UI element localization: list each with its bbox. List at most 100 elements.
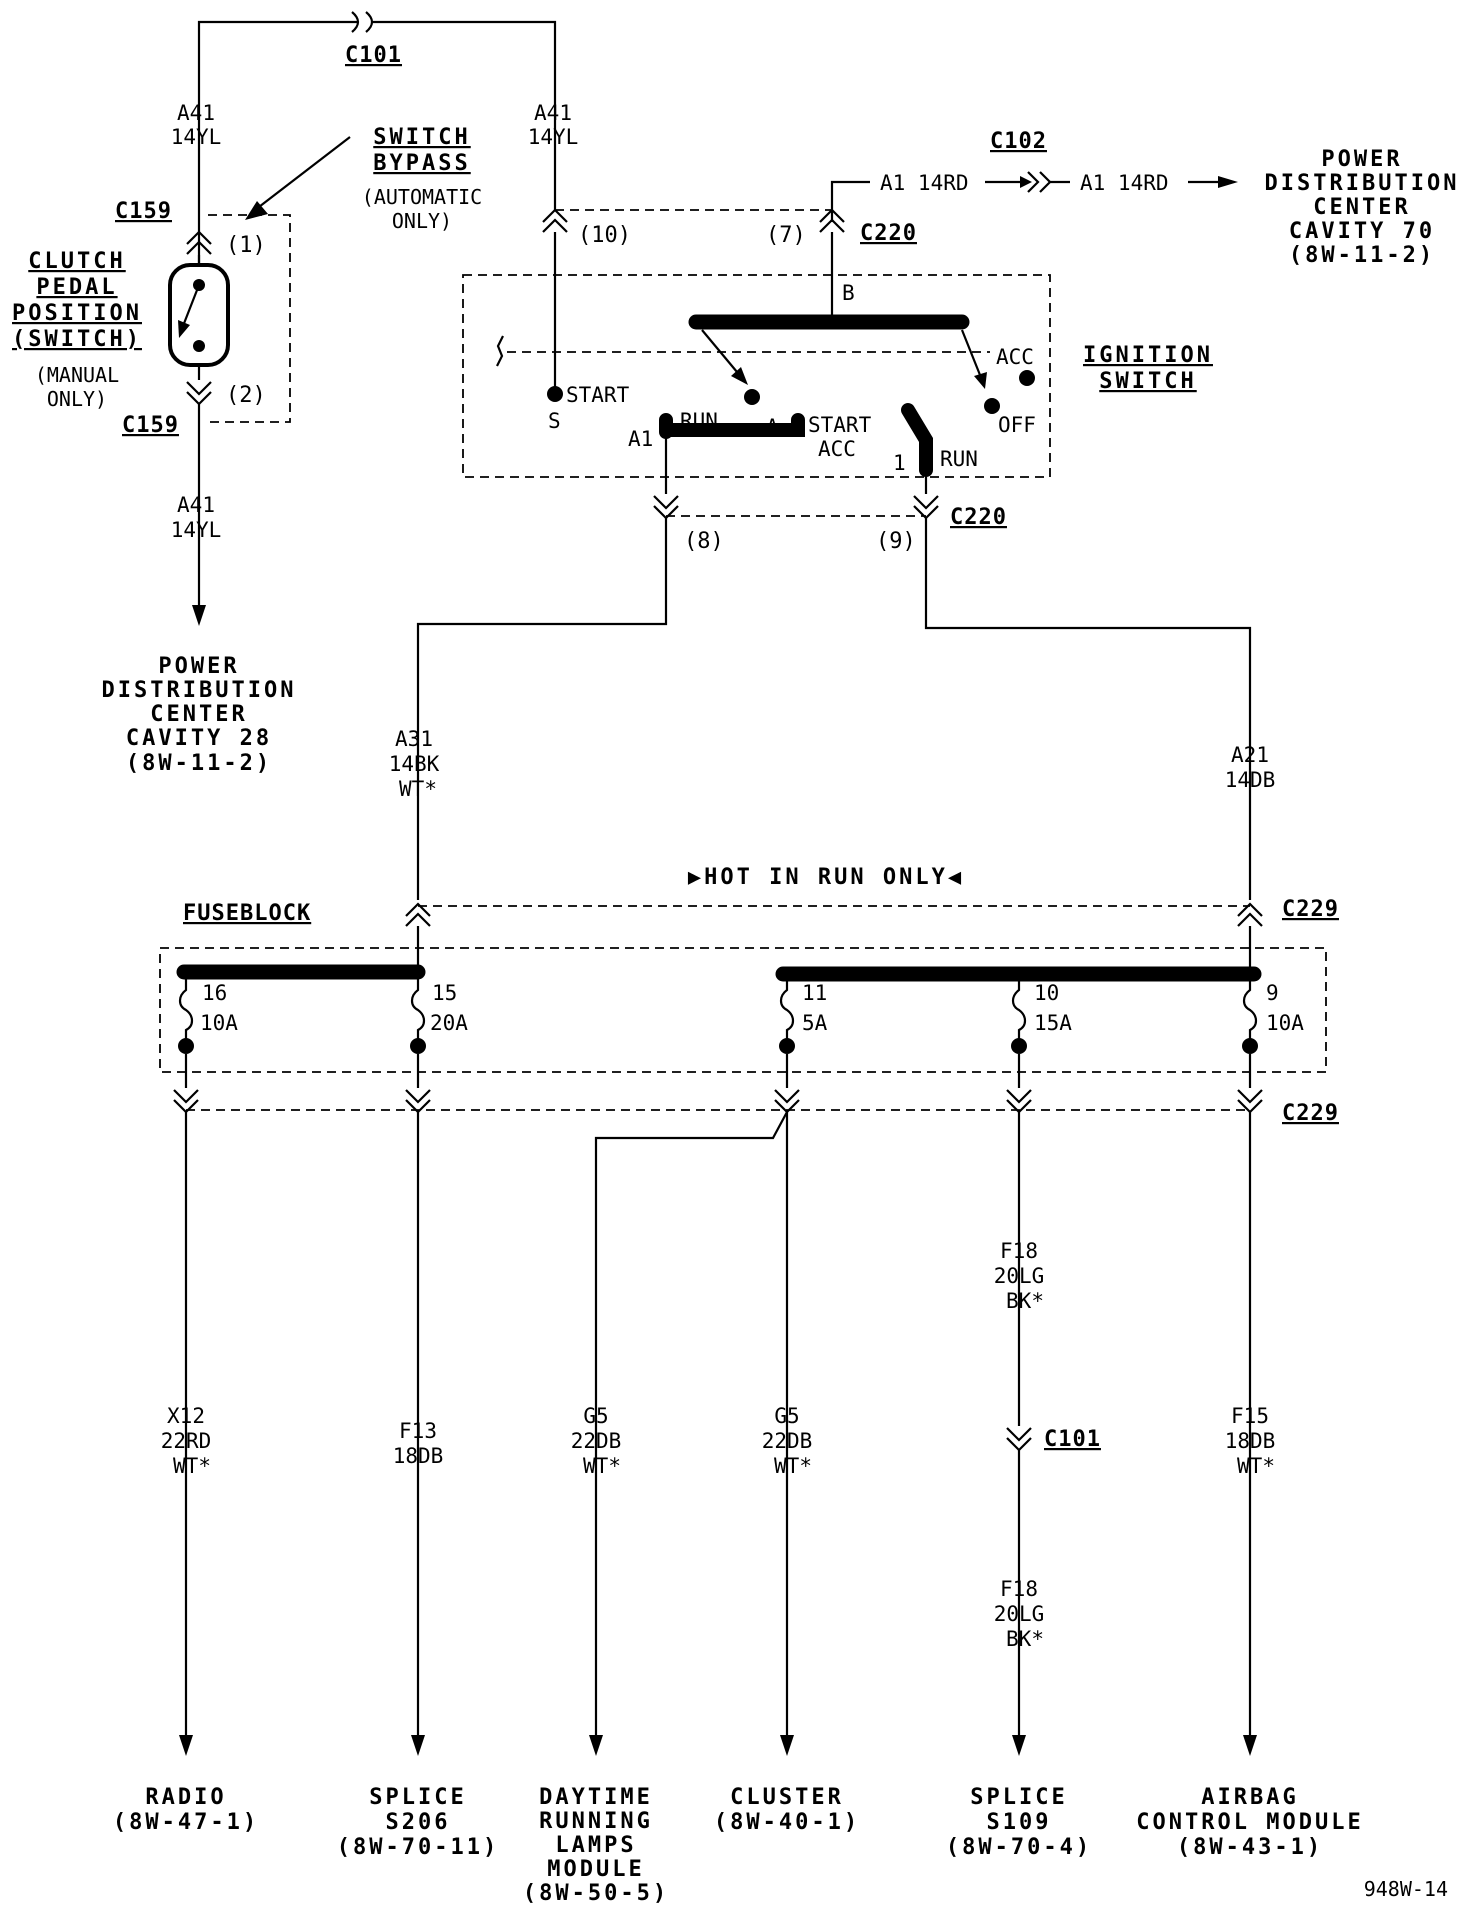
- clutch-switch-contact: [178, 279, 205, 352]
- fuse-9: 9 10A: [1242, 981, 1304, 1054]
- wire-label-f15: F15 18DB WT*: [1225, 1404, 1276, 1478]
- wire-label-a21: A21 14DB: [1225, 743, 1276, 792]
- run-contact-bar: [659, 413, 805, 439]
- wire-label-a1-left: A1 14RD: [880, 171, 969, 195]
- term-start-acc-1: START: [808, 413, 872, 437]
- svg-text:G5: G5: [774, 1404, 799, 1428]
- svg-text:10: 10: [1034, 981, 1059, 1005]
- svg-text:14BK: 14BK: [389, 752, 440, 776]
- term-a1: A1: [628, 427, 653, 451]
- dest-radio: RADIO (8W-47-1): [113, 1785, 259, 1835]
- svg-text:F18: F18: [1000, 1577, 1038, 1601]
- svg-text:WT*: WT*: [399, 777, 437, 801]
- svg-text:(8W-11-2): (8W-11-2): [126, 751, 272, 776]
- svg-text:22DB: 22DB: [571, 1429, 622, 1453]
- dest-splice-s109: SPLICE S109 (8W-70-4): [946, 1785, 1092, 1860]
- svg-text:A41: A41: [534, 101, 572, 125]
- dest-cluster: CLUSTER (8W-40-1): [714, 1785, 860, 1835]
- wire-label-g5-drl: G5 22DB WT*: [571, 1404, 622, 1478]
- pin-9: (9): [876, 529, 916, 554]
- svg-text:DISTRIBUTION: DISTRIBUTION: [102, 678, 297, 703]
- run-blade: [901, 403, 933, 477]
- term-1: 1: [893, 451, 906, 475]
- c229-top-mark-a31: [405, 902, 431, 927]
- svg-text:20LG: 20LG: [994, 1602, 1045, 1626]
- svg-text:15: 15: [432, 981, 457, 1005]
- fuseblock-label: FUSEBLOCK: [183, 901, 311, 926]
- svg-text:15A: 15A: [1034, 1011, 1072, 1035]
- svg-text:RUNNING: RUNNING: [539, 1809, 653, 1834]
- c220-top-mark-10: [542, 208, 568, 233]
- connector-c220-bottom: C220: [950, 505, 1007, 530]
- svg-text:WT*: WT*: [774, 1454, 812, 1478]
- svg-text:POWER: POWER: [158, 654, 239, 679]
- output-arrowheads: [179, 1735, 1257, 1756]
- svg-text:(8W-47-1): (8W-47-1): [113, 1810, 259, 1835]
- ignition-switch-label-1: IGNITION: [1083, 343, 1213, 368]
- contact-acc-dot: [1019, 370, 1035, 386]
- svg-text:A41: A41: [177, 493, 215, 517]
- svg-text:10A: 10A: [200, 1011, 238, 1035]
- svg-text:SWITCH: SWITCH: [373, 125, 470, 150]
- pdc-cavity-70-label: POWER DISTRIBUTION CENTER CAVITY 70 (8W-…: [1265, 147, 1460, 268]
- svg-text:CAVITY 70: CAVITY 70: [1289, 219, 1435, 244]
- svg-text:(8W-43-1): (8W-43-1): [1177, 1835, 1323, 1860]
- svg-text:14YL: 14YL: [171, 518, 222, 542]
- top-a41-loop: [197, 11, 557, 265]
- svg-text:WT*: WT*: [583, 1454, 621, 1478]
- fuse-10: 10 15A: [1011, 981, 1072, 1054]
- svg-text:10A: 10A: [1266, 1011, 1304, 1035]
- svg-text:BYPASS: BYPASS: [373, 151, 470, 176]
- svg-text:ONLY): ONLY): [47, 387, 107, 411]
- connector-c229-top: C229: [1282, 897, 1339, 922]
- c220-bottom-mark-8: [653, 495, 679, 520]
- svg-text:F15: F15: [1231, 1404, 1269, 1428]
- c220-bottom-mark-9: [913, 495, 939, 520]
- ignition-switch-label-2: SWITCH: [1099, 369, 1196, 394]
- svg-text:BK*: BK*: [1006, 1289, 1044, 1313]
- c229-top-mark-a21: [1237, 902, 1263, 927]
- svg-text:22DB: 22DB: [762, 1429, 813, 1453]
- wire-label-a41-left-top: A41 14YL: [171, 101, 222, 149]
- svg-text:DISTRIBUTION: DISTRIBUTION: [1265, 171, 1460, 196]
- dest-drl-module: DAYTIME RUNNING LAMPS MODULE (8W-50-5): [523, 1785, 666, 1906]
- pin-1: (1): [226, 233, 266, 258]
- connector-c229-bottom: C229: [1282, 1101, 1339, 1126]
- svg-text:CENTER: CENTER: [150, 702, 247, 727]
- connector-c102: C102: [990, 129, 1047, 154]
- svg-text:RADIO: RADIO: [145, 1785, 226, 1810]
- svg-text:(8W-70-4): (8W-70-4): [946, 1835, 1092, 1860]
- pin-10: (10): [578, 223, 631, 248]
- term-acc: ACC: [996, 345, 1034, 369]
- c159-dashed-box: [208, 214, 291, 423]
- figure-id: 948W-14: [1364, 1877, 1448, 1901]
- term-s: S: [548, 409, 561, 433]
- switch-bypass-label: SWITCH BYPASS (AUTOMATIC ONLY): [362, 125, 482, 233]
- c229-bottom-marks: [173, 1054, 1263, 1114]
- ignition-pointer-2: [960, 329, 987, 389]
- svg-text:(MANUAL: (MANUAL: [35, 363, 119, 387]
- wire-label-f18-lower: F18 20LG BK*: [994, 1577, 1045, 1651]
- fuse-15: 15 20A: [410, 979, 468, 1054]
- svg-text:ONLY): ONLY): [392, 209, 452, 233]
- arrow-to-pdc-top: [1218, 176, 1238, 188]
- wire-label-x12: X12 22RD WT*: [161, 1404, 212, 1478]
- connector-c101-bottom: C101: [1044, 1427, 1101, 1452]
- pin-2: (2): [226, 383, 266, 408]
- contact-start-dot: [744, 389, 760, 405]
- wire-label-a31: A31 14BK WT*: [389, 727, 440, 801]
- svg-text:11: 11: [802, 981, 827, 1005]
- svg-text:A31: A31: [395, 727, 433, 751]
- svg-text:CONTROL MODULE: CONTROL MODULE: [1136, 1810, 1363, 1835]
- c101-bottom-mark: [1006, 1427, 1032, 1452]
- svg-text:LAMPS: LAMPS: [555, 1833, 636, 1858]
- svg-text:20A: 20A: [430, 1011, 468, 1035]
- dest-airbag-module: AIRBAG CONTROL MODULE (8W-43-1): [1136, 1785, 1363, 1860]
- connector-c220-top: C220: [860, 221, 917, 246]
- c159-bottom-mark: [186, 381, 212, 406]
- svg-text:WT*: WT*: [1237, 1454, 1275, 1478]
- connector-c101-top: C101: [345, 43, 402, 68]
- svg-text:CENTER: CENTER: [1313, 195, 1410, 220]
- c102-arrowhead: [1020, 176, 1032, 188]
- svg-text:(8W-40-1): (8W-40-1): [714, 1810, 860, 1835]
